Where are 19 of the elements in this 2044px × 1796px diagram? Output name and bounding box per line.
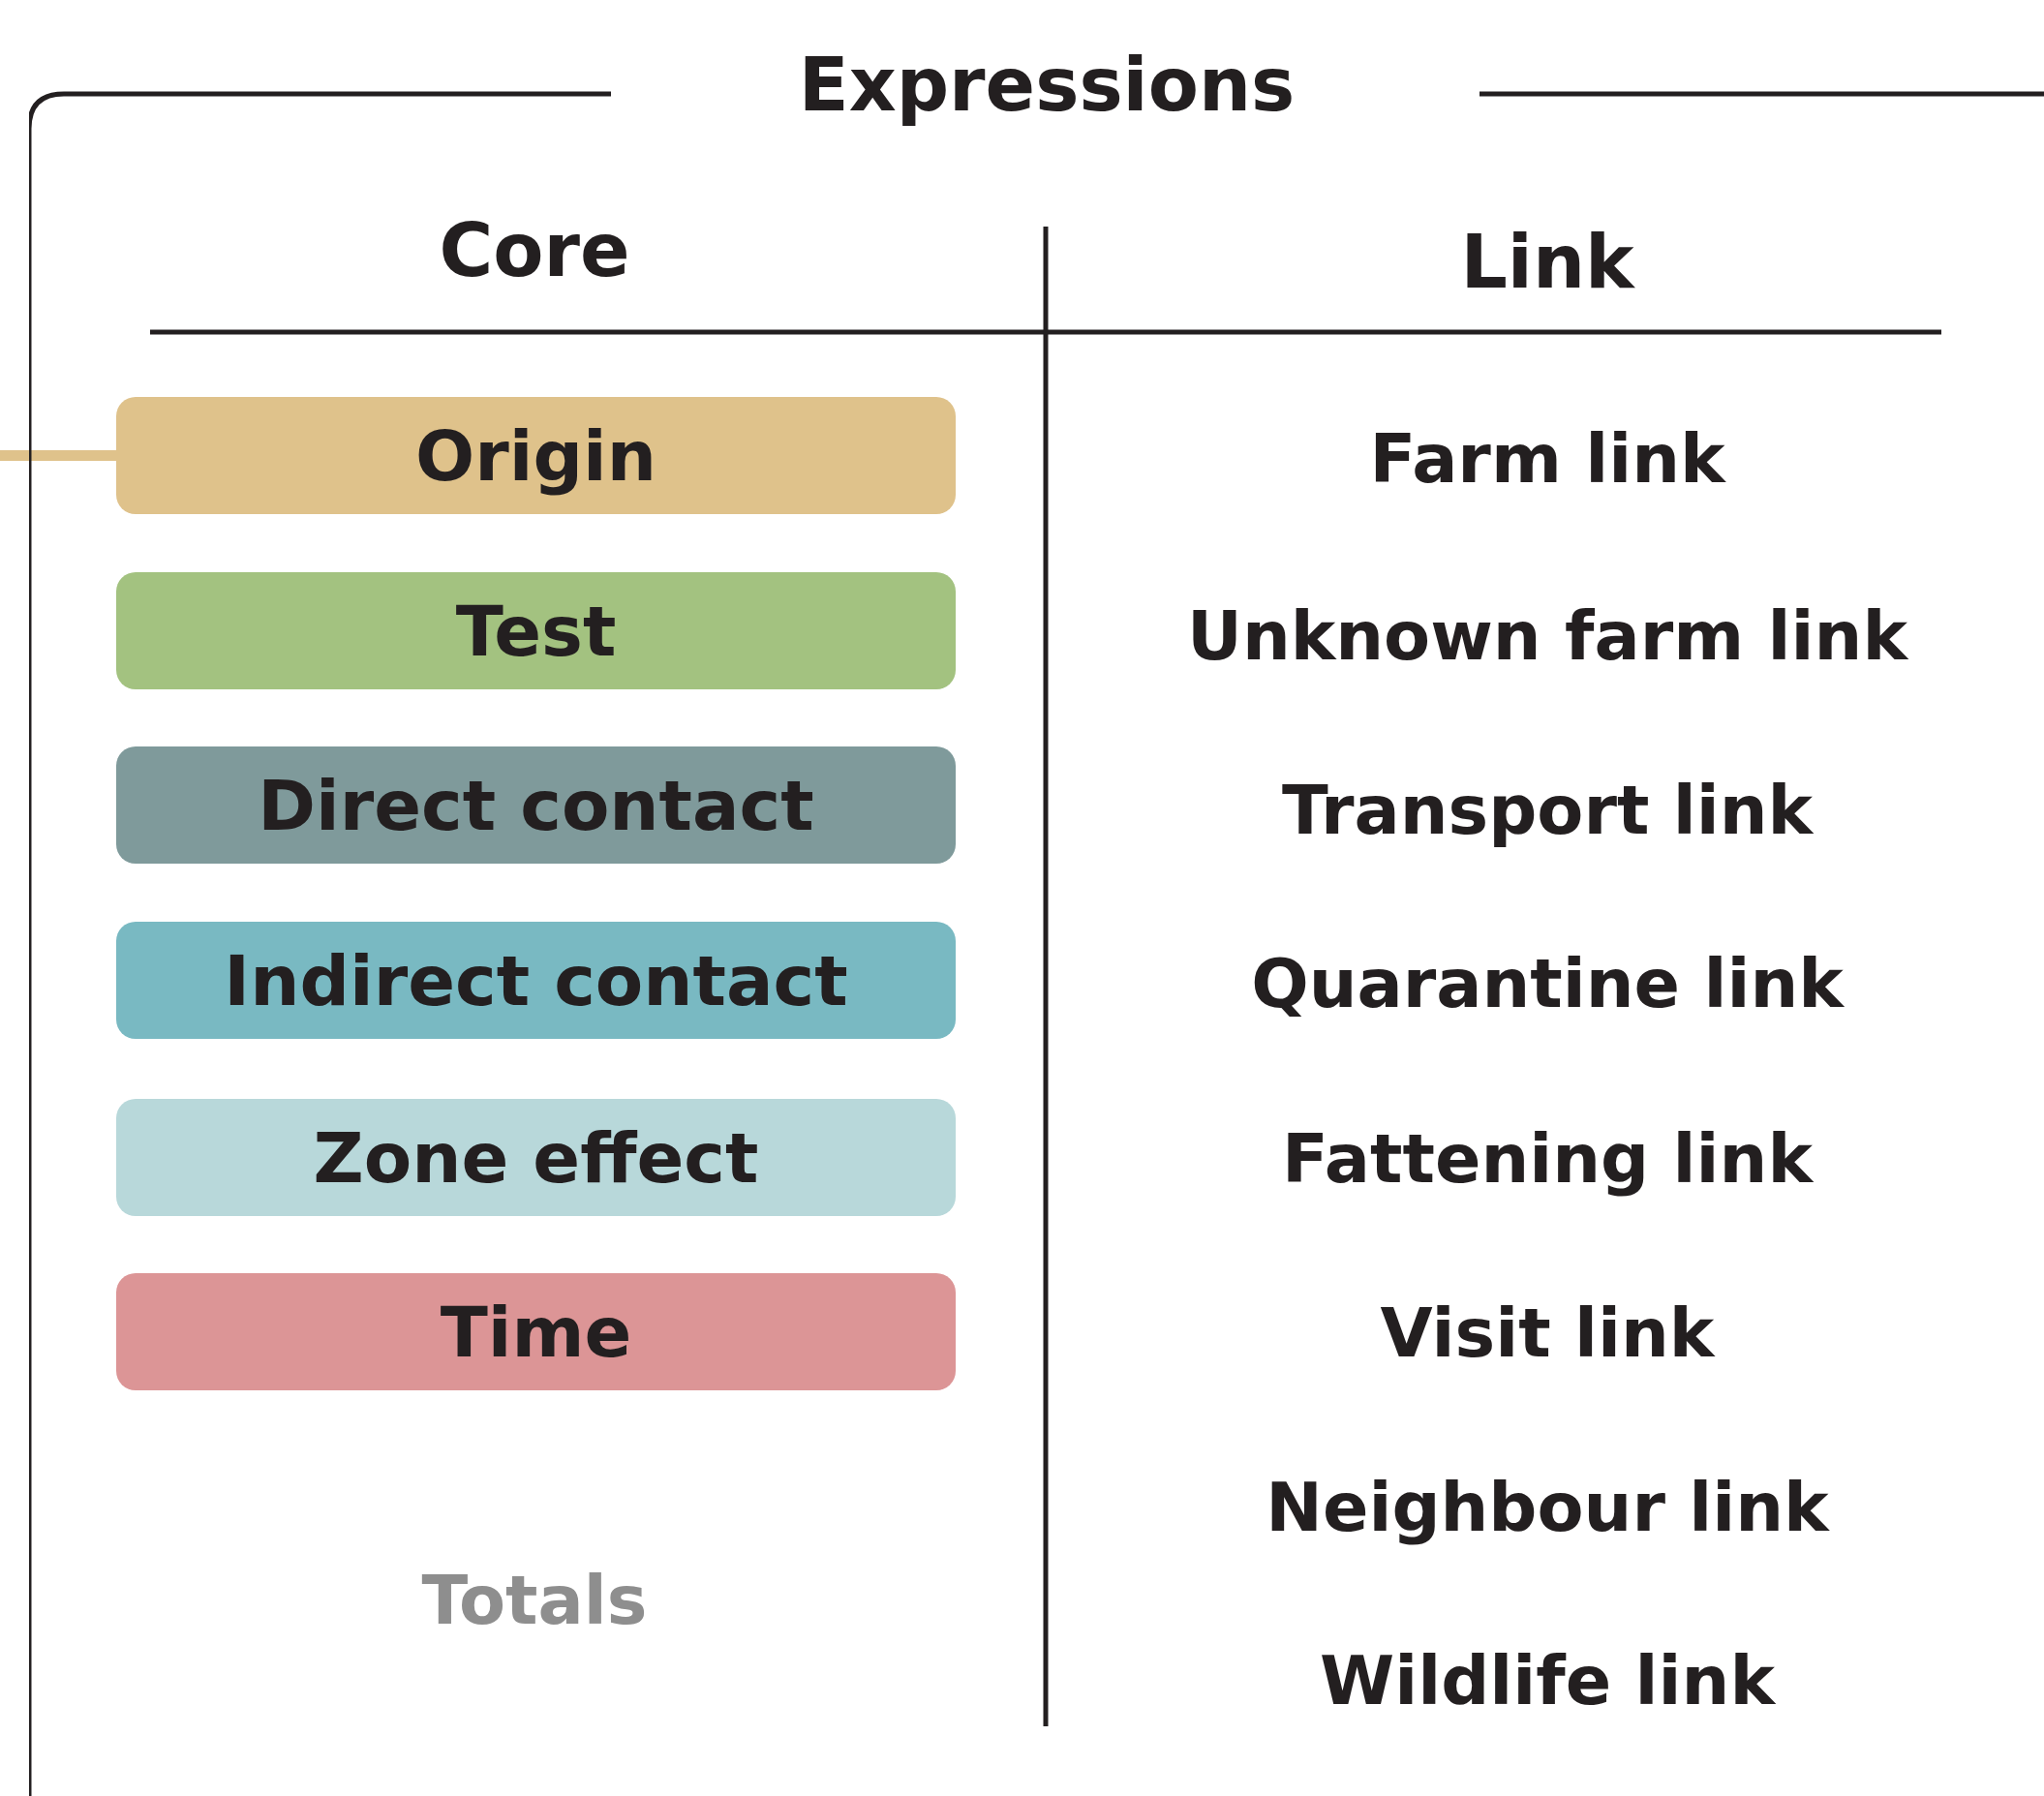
link-label: Transport link: [1281, 771, 1814, 850]
category-box: Direct contact: [116, 746, 956, 864]
link-label: Quarantine link: [1251, 944, 1844, 1023]
category-box: Indirect contact: [116, 922, 956, 1039]
link-label: Wildlife link: [1320, 1641, 1775, 1720]
link-label: Neighbour link: [1266, 1468, 1829, 1547]
column-heading: Core: [439, 206, 630, 293]
column-heading: Link: [1460, 218, 1634, 305]
link-label: Unknown farm link: [1187, 596, 1907, 676]
link-label: Visit link: [1380, 1294, 1715, 1373]
link-label: Fattening link: [1282, 1119, 1813, 1199]
panel-title: Expressions: [798, 41, 1296, 128]
connector-line: [0, 450, 116, 461]
category-box: Test: [116, 572, 956, 689]
totals-label: Totals: [421, 1561, 648, 1640]
link-label: Farm link: [1369, 419, 1725, 499]
category-box: Origin: [116, 397, 956, 514]
category-box: Time: [116, 1273, 956, 1390]
category-box: Zone effect: [116, 1099, 956, 1216]
